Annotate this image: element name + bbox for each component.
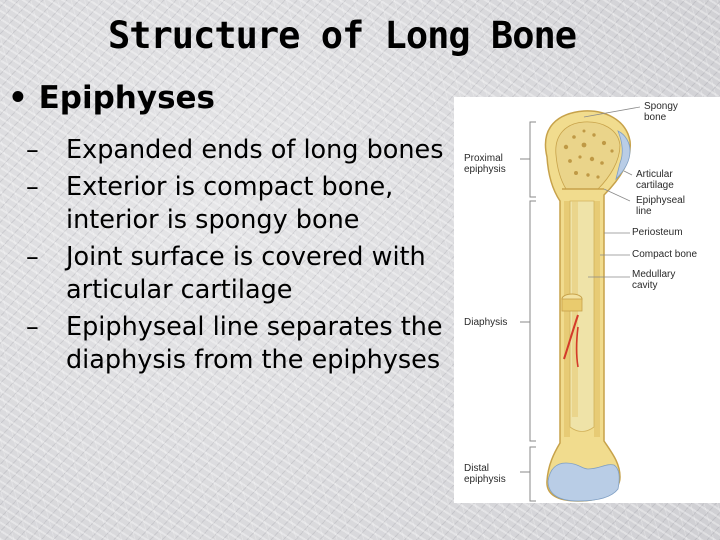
main-bullet-text: Epiphyses bbox=[38, 80, 215, 116]
nutrient-artery-branch bbox=[575, 326, 579, 368]
spongy-pore bbox=[601, 140, 607, 146]
label-articular-cartilage: Articular cartilage bbox=[636, 169, 674, 191]
label-proximal-epiphysis: Proximal epiphysis bbox=[464, 153, 506, 175]
sub-bullet-item: – Expanded ends of long bones bbox=[26, 134, 456, 167]
spongy-pore bbox=[578, 155, 582, 159]
bullet-marker: • bbox=[8, 80, 39, 116]
dash-marker: – bbox=[26, 312, 39, 342]
sub-bullet-item: – Joint surface is covered with articula… bbox=[26, 241, 456, 307]
spongy-pore bbox=[589, 156, 595, 162]
label-periosteum: Periosteum bbox=[632, 227, 683, 238]
distal-bracket bbox=[529, 446, 536, 502]
sub-bullet-item: – Epiphyseal line separates the diaphysi… bbox=[26, 311, 456, 377]
label-diaphysis: Diaphysis bbox=[464, 317, 508, 328]
spongy-pore bbox=[568, 159, 572, 163]
bone-illustration bbox=[520, 106, 641, 502]
label-distal-epiphysis: Distal epiphysis bbox=[464, 463, 506, 485]
label-spongy-bone: Spongy bone bbox=[644, 101, 678, 123]
leader-line-epiphyseal-line bbox=[603, 188, 631, 202]
spongy-pore bbox=[600, 161, 604, 165]
spongy-bone-pores bbox=[563, 129, 614, 179]
spongy-pore bbox=[586, 173, 590, 177]
spongy-pore bbox=[581, 142, 587, 148]
long-bone-diagram: Proximal epiphysis Diaphysis Distal epip… bbox=[454, 97, 720, 503]
label-compact-bone: Compact bone bbox=[632, 249, 698, 260]
diaphysis-bracket bbox=[529, 200, 536, 442]
dash-marker: – bbox=[26, 242, 39, 272]
articular-cartilage-cap bbox=[615, 130, 631, 181]
spongy-pore bbox=[574, 171, 578, 175]
main-bullet: • Epiphyses bbox=[8, 80, 215, 116]
distal-articular-cartilage bbox=[547, 462, 620, 502]
spongy-bone-region bbox=[555, 121, 621, 190]
label-medullary-cavity: Medullary cavity bbox=[632, 269, 676, 291]
proximal-bracket bbox=[529, 121, 536, 198]
compact-bone-shading bbox=[594, 201, 600, 437]
spongy-pore bbox=[563, 144, 569, 150]
slide-title: Structure of Long Bone bbox=[107, 14, 577, 57]
sub-bullet-text: Expanded ends of long bones bbox=[66, 135, 444, 165]
sub-bullet-text: Exterior is compact bone, interior is sp… bbox=[66, 172, 394, 235]
leader-line-spongy-bone bbox=[583, 106, 641, 118]
spongy-pore bbox=[596, 175, 600, 179]
sub-bullet-list: – Expanded ends of long bones – Exterior… bbox=[26, 134, 456, 381]
label-epiphyseal-line: Epiphyseal line bbox=[636, 195, 685, 217]
sub-bullet-text: Joint surface is covered with articular … bbox=[66, 242, 426, 305]
spongy-pore bbox=[610, 149, 614, 153]
spongy-pore bbox=[592, 133, 596, 137]
bone-cross-section-body bbox=[561, 298, 583, 312]
spongy-pore bbox=[572, 135, 576, 139]
sub-bullet-item: – Exterior is compact bone, interior is … bbox=[26, 171, 456, 237]
dash-marker: – bbox=[26, 172, 39, 202]
nutrient-artery bbox=[563, 314, 579, 360]
label-leader-lines bbox=[583, 106, 641, 278]
leader-line-articular-cartilage bbox=[623, 170, 633, 176]
spongy-pore bbox=[582, 129, 586, 133]
compact-bone-shading bbox=[564, 201, 570, 437]
sub-bullet-text: Epiphyseal line separates the diaphysis … bbox=[66, 312, 443, 375]
dash-marker: – bbox=[26, 135, 39, 165]
region-brackets bbox=[520, 121, 536, 502]
